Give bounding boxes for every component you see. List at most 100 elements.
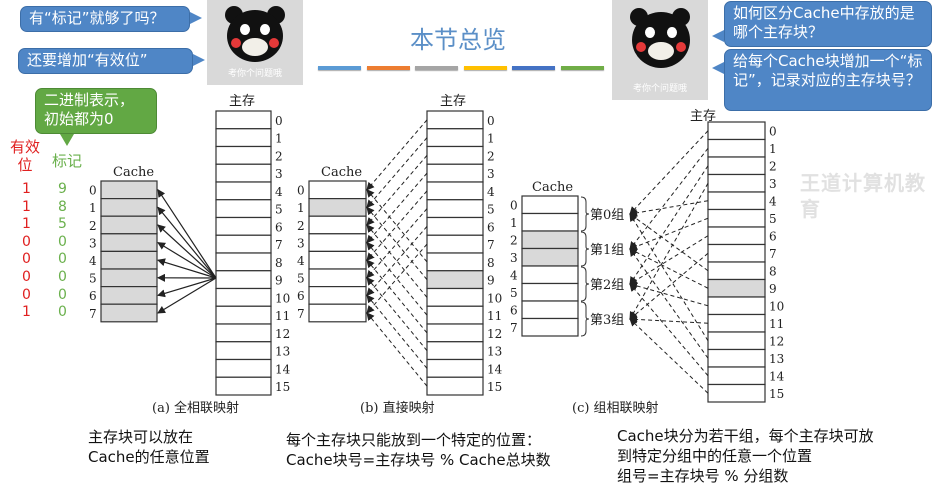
cache-c-block (521, 300, 579, 320)
block-index: 1 (89, 201, 97, 215)
page-title: 本节总览 (410, 26, 506, 54)
mapping-arrow (366, 172, 428, 244)
block-index: 0 (487, 114, 495, 128)
caption-b: (b) 直接映射 (360, 400, 435, 416)
block-index: 3 (275, 167, 283, 181)
mapping-arrow (366, 206, 428, 280)
title-bar-segment (366, 66, 410, 70)
caption-c: (c) 组相联映射 (572, 400, 659, 416)
mapping-arrow (157, 242, 217, 279)
mapping-arrow (629, 318, 709, 394)
cache-c-block (521, 282, 579, 302)
memory-a-block (215, 216, 272, 236)
block-index: 7 (89, 307, 97, 321)
cache-a-block (100, 215, 158, 235)
tag-value: 0 (58, 269, 67, 285)
block-index: 5 (275, 203, 283, 217)
memory-b-block (426, 341, 484, 361)
block-index: 7 (297, 307, 305, 321)
memory-label: 主存 (229, 94, 255, 109)
mapping-arrow (366, 294, 428, 369)
mapping-arrow (629, 183, 709, 320)
block-index: 15 (769, 387, 784, 401)
block-index: 12 (275, 327, 290, 341)
block-index: 8 (487, 256, 495, 270)
meme-caption: 考你个问题哦 (227, 69, 282, 79)
block-index: 11 (487, 309, 502, 323)
block-index: 6 (769, 230, 777, 244)
block-index: 1 (275, 132, 283, 146)
memory-b-block (426, 252, 484, 272)
mapping-description: 组号=主存块号 % 分组数 (617, 467, 789, 485)
block-index: 10 (769, 300, 784, 314)
mapping-arrow (366, 243, 428, 314)
block-index: 10 (487, 291, 502, 305)
memory-c-block (707, 156, 766, 176)
block-index: 7 (769, 247, 777, 261)
block-index: 6 (510, 304, 518, 318)
tag-value: 5 (58, 216, 67, 233)
memory-b-block (426, 145, 484, 165)
block-index: 6 (89, 289, 97, 303)
memory-c-block (707, 278, 766, 298)
memory-a-block (215, 341, 272, 361)
memory-a-block (215, 358, 272, 378)
valid-bit-header: 有效位 (9, 138, 40, 174)
memory-label: 主存 (440, 94, 466, 109)
block-index: 4 (89, 254, 97, 268)
group-brace (580, 266, 590, 302)
memory-c-block (707, 348, 766, 368)
meme-image-left: 考你个问题哦 (207, 0, 303, 85)
mapping-arrow (157, 277, 217, 314)
valid-bit: 0 (22, 269, 31, 285)
mapping-description: 到特定分组中的任意一个位置 (617, 447, 813, 465)
cache-c-block (521, 247, 579, 267)
block-index: 10 (275, 291, 290, 305)
block-index: 4 (275, 185, 283, 199)
cache-c-block (521, 212, 579, 232)
memory-c-block (707, 138, 766, 158)
group-label: 第2组 (590, 278, 624, 293)
group-brace (580, 301, 590, 337)
cache-a-block (100, 303, 158, 323)
memory-a-block (215, 128, 272, 148)
block-index: 15 (487, 380, 502, 394)
valid-bit: 0 (22, 251, 31, 268)
memory-c-block (707, 383, 766, 403)
cache-b-block (308, 250, 367, 270)
block-index: 6 (487, 220, 495, 234)
tag-value: 0 (58, 286, 67, 303)
block-index: 11 (769, 317, 784, 331)
memory-b-block (426, 358, 484, 378)
block-index: 0 (89, 184, 97, 198)
block-index: 5 (510, 286, 518, 300)
mapping-arrow (366, 312, 428, 387)
block-index: 8 (275, 256, 283, 270)
block-index: 1 (297, 201, 305, 215)
cache-b-block (308, 180, 367, 200)
memory-b-block (426, 110, 484, 130)
tag-value: 0 (58, 233, 67, 250)
speech-bubble-2: 还要增加“有效位” (18, 48, 193, 74)
valid-bit: 1 (22, 216, 31, 233)
memory-a-block (215, 234, 272, 254)
block-index: 2 (297, 219, 305, 233)
cache-a-block (100, 286, 158, 305)
cache-a-block (100, 233, 158, 253)
memory-b-block (426, 234, 484, 254)
mapping-description: 每个主存块只能放到一个特定的位置： (286, 431, 542, 449)
block-index: 9 (487, 274, 495, 288)
tag-value: 0 (58, 304, 67, 321)
title-bar-segment (415, 66, 458, 70)
mapping-description: Cache的任意位置 (88, 448, 210, 466)
mapping-arrow (629, 235, 709, 285)
block-index: 0 (510, 199, 518, 213)
cache-a-block (100, 198, 158, 217)
block-index: 1 (487, 132, 495, 146)
memory-b-block (426, 305, 484, 325)
memory-c-block (707, 366, 766, 386)
mapping-arrow (629, 248, 709, 359)
